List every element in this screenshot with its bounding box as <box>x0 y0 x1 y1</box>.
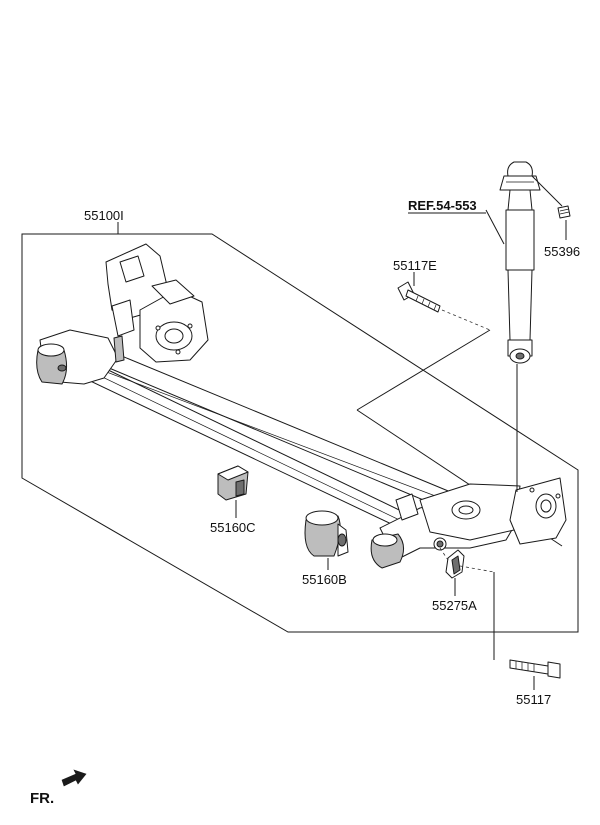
label-shock-ref: REF.54-553 <box>408 198 477 213</box>
bushing-55160B <box>304 510 349 557</box>
cap-nut-leader <box>531 175 563 207</box>
bolt-55117E <box>397 281 441 313</box>
shock-mount-boundary <box>356 329 491 411</box>
label-washer: 55275A <box>432 598 477 613</box>
label-bolt-lower: 55117 <box>516 692 551 707</box>
ref-leader <box>485 209 505 245</box>
bolt-55117E-dash <box>441 309 491 331</box>
front-arrow-icon <box>61 769 87 787</box>
washer-55275A <box>445 549 465 579</box>
stopper-55160C <box>217 465 249 501</box>
label-cap-nut: 55396 <box>544 244 580 259</box>
label-front: FR. <box>30 790 54 807</box>
bolt-55117-dash <box>459 565 495 573</box>
shock-absorber <box>499 161 541 364</box>
label-axle-assy: 55100I <box>84 208 124 223</box>
label-bushing: 55160B <box>302 572 347 587</box>
cap-nut-55396 <box>557 205 571 219</box>
bolt-55117 <box>509 659 561 679</box>
rear-axle-assembly <box>36 243 567 569</box>
label-stopper: 55160C <box>210 520 256 535</box>
assembly-boundary <box>21 233 579 633</box>
washer-dash <box>439 547 449 561</box>
label-bolt-upper: 55117E <box>393 258 437 273</box>
